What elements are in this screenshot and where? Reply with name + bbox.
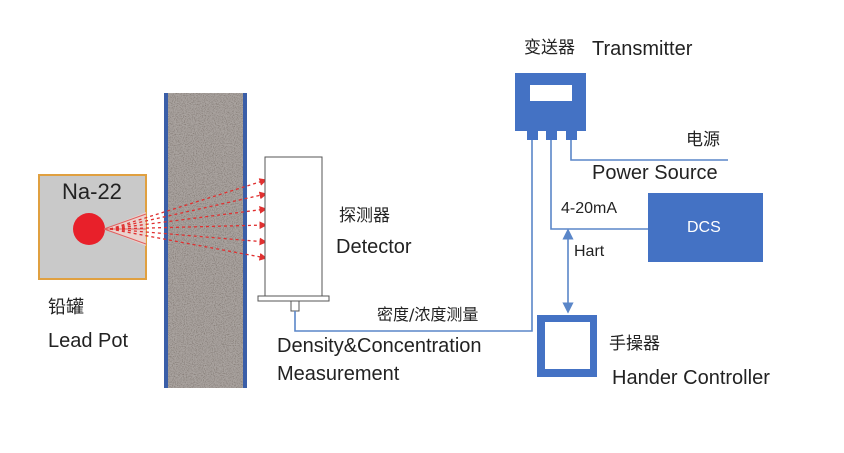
hand-controller-label-cn: 手操器 (609, 334, 660, 354)
transmitter-display (530, 85, 572, 101)
detector-cable (294, 136, 533, 332)
transmitter-port-1 (527, 131, 538, 140)
measurement-label-cn: 密度/浓度测量 (377, 305, 479, 324)
detector-label-en: Detector (336, 236, 412, 258)
lead-pot-label-cn: 铅罐 (48, 297, 84, 318)
dcs-box (648, 193, 763, 262)
dcs-label: DCS (687, 219, 721, 236)
hart-label: Hart (574, 243, 605, 260)
current-signal-label: 4-20mA (561, 200, 618, 217)
transmitter-body (515, 73, 586, 131)
pipe-wall (166, 93, 245, 388)
transmitter-port-3 (566, 131, 577, 140)
transmitter-label-en: Transmitter (592, 38, 693, 60)
measurement-label-en-1: Density&Concentration (277, 335, 482, 357)
power-line (570, 140, 728, 161)
measurement-label-en-2: Measurement (277, 363, 400, 385)
pipe-wall-left-edge (164, 93, 168, 388)
power-source-label-cn: 电源 (686, 130, 720, 150)
detector-flange (257, 295, 330, 302)
hand-controller-screen (545, 322, 590, 369)
radiation-rays (109, 178, 268, 261)
transmitter-port-2 (546, 131, 557, 140)
hand-controller-label-en: Hander Controller (612, 367, 770, 389)
radiation-source (73, 213, 105, 245)
current-loop-line (550, 140, 648, 230)
detector-body (264, 156, 323, 297)
power-source-label-en: Power Source (592, 162, 718, 184)
detector-label-cn: 探测器 (339, 206, 390, 226)
source-isotope-label: Na-22 (62, 179, 122, 204)
pipe-wall-right-edge (243, 93, 247, 388)
transmitter-label-cn: 变送器 (524, 38, 575, 58)
detector-connector (290, 300, 300, 312)
lead-pot-label-en: Lead Pot (48, 330, 129, 352)
